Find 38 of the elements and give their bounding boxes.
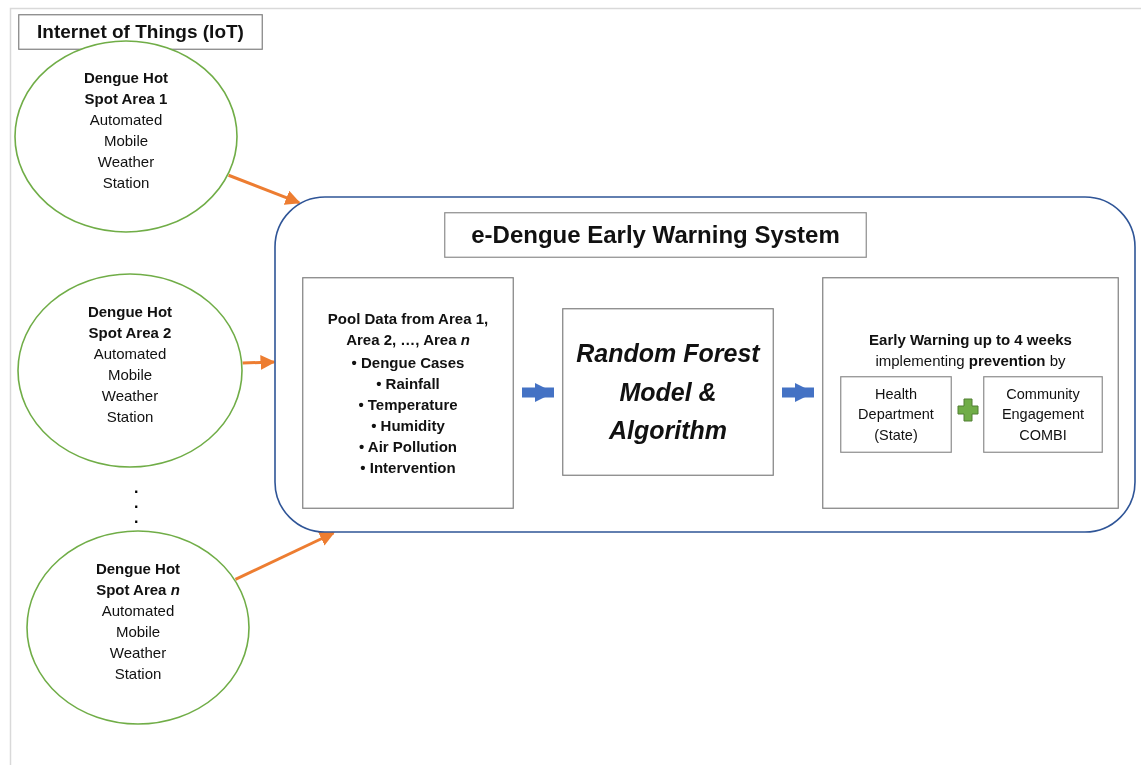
node-heading: Pool Data from Area 1, Area 2, …, Area n bbox=[326, 309, 490, 350]
agency-box bbox=[983, 376, 1103, 453]
node-heading: Internet of Things (IoT) bbox=[37, 19, 244, 44]
node-heading: Health Department (State) bbox=[857, 385, 935, 445]
node-heading: Dengue Hot Spot Area 1 bbox=[82, 67, 170, 109]
ellipsis-dot: . bbox=[134, 480, 139, 496]
bullet-item: • Air Pollution bbox=[359, 437, 457, 457]
bullet-item: • Temperature bbox=[358, 395, 458, 415]
node-text: Automated Mobile Weather Station bbox=[100, 600, 176, 684]
node-heading: Community Engagement COMBI bbox=[1000, 385, 1086, 445]
system-title-box bbox=[444, 212, 867, 258]
node-heading: Random Forest Model & Algorithm bbox=[575, 337, 762, 447]
bullet-item: • Intervention bbox=[360, 458, 456, 478]
arrow bbox=[228, 173, 301, 205]
hotspot-ellipse bbox=[17, 273, 243, 468]
ellipsis-dot: . bbox=[134, 510, 139, 526]
block-arrow bbox=[522, 383, 554, 402]
node-heading: Early Warning up to 4 weeks implementing prevention by bbox=[868, 330, 1073, 371]
node-heading: e-Dengue Early Warning System bbox=[471, 220, 840, 251]
model-box bbox=[562, 308, 774, 476]
bullet-item: • Dengue Cases bbox=[351, 353, 465, 373]
data-pool-box bbox=[302, 277, 514, 509]
system-container bbox=[274, 196, 1136, 533]
node-heading: Dengue Hot Spot Area 2 bbox=[86, 301, 174, 343]
node-heading: Dengue Hot Spot Area n bbox=[94, 558, 182, 600]
warning-box bbox=[822, 277, 1119, 509]
bullet-item: • Humidity bbox=[371, 416, 445, 436]
node-text: Automated Mobile Weather Station bbox=[88, 109, 164, 193]
title-box bbox=[18, 14, 263, 50]
arrow bbox=[242, 355, 276, 370]
node-text: Automated Mobile Weather Station bbox=[92, 343, 168, 427]
ellipsis-dot: . bbox=[134, 495, 139, 511]
hotspot-ellipse bbox=[26, 530, 250, 725]
block-arrow bbox=[782, 382, 814, 402]
bullet-item: • Rainfall bbox=[376, 374, 440, 394]
hotspot-ellipse bbox=[14, 40, 238, 233]
arrow bbox=[234, 531, 335, 581]
agency-box bbox=[840, 376, 952, 453]
